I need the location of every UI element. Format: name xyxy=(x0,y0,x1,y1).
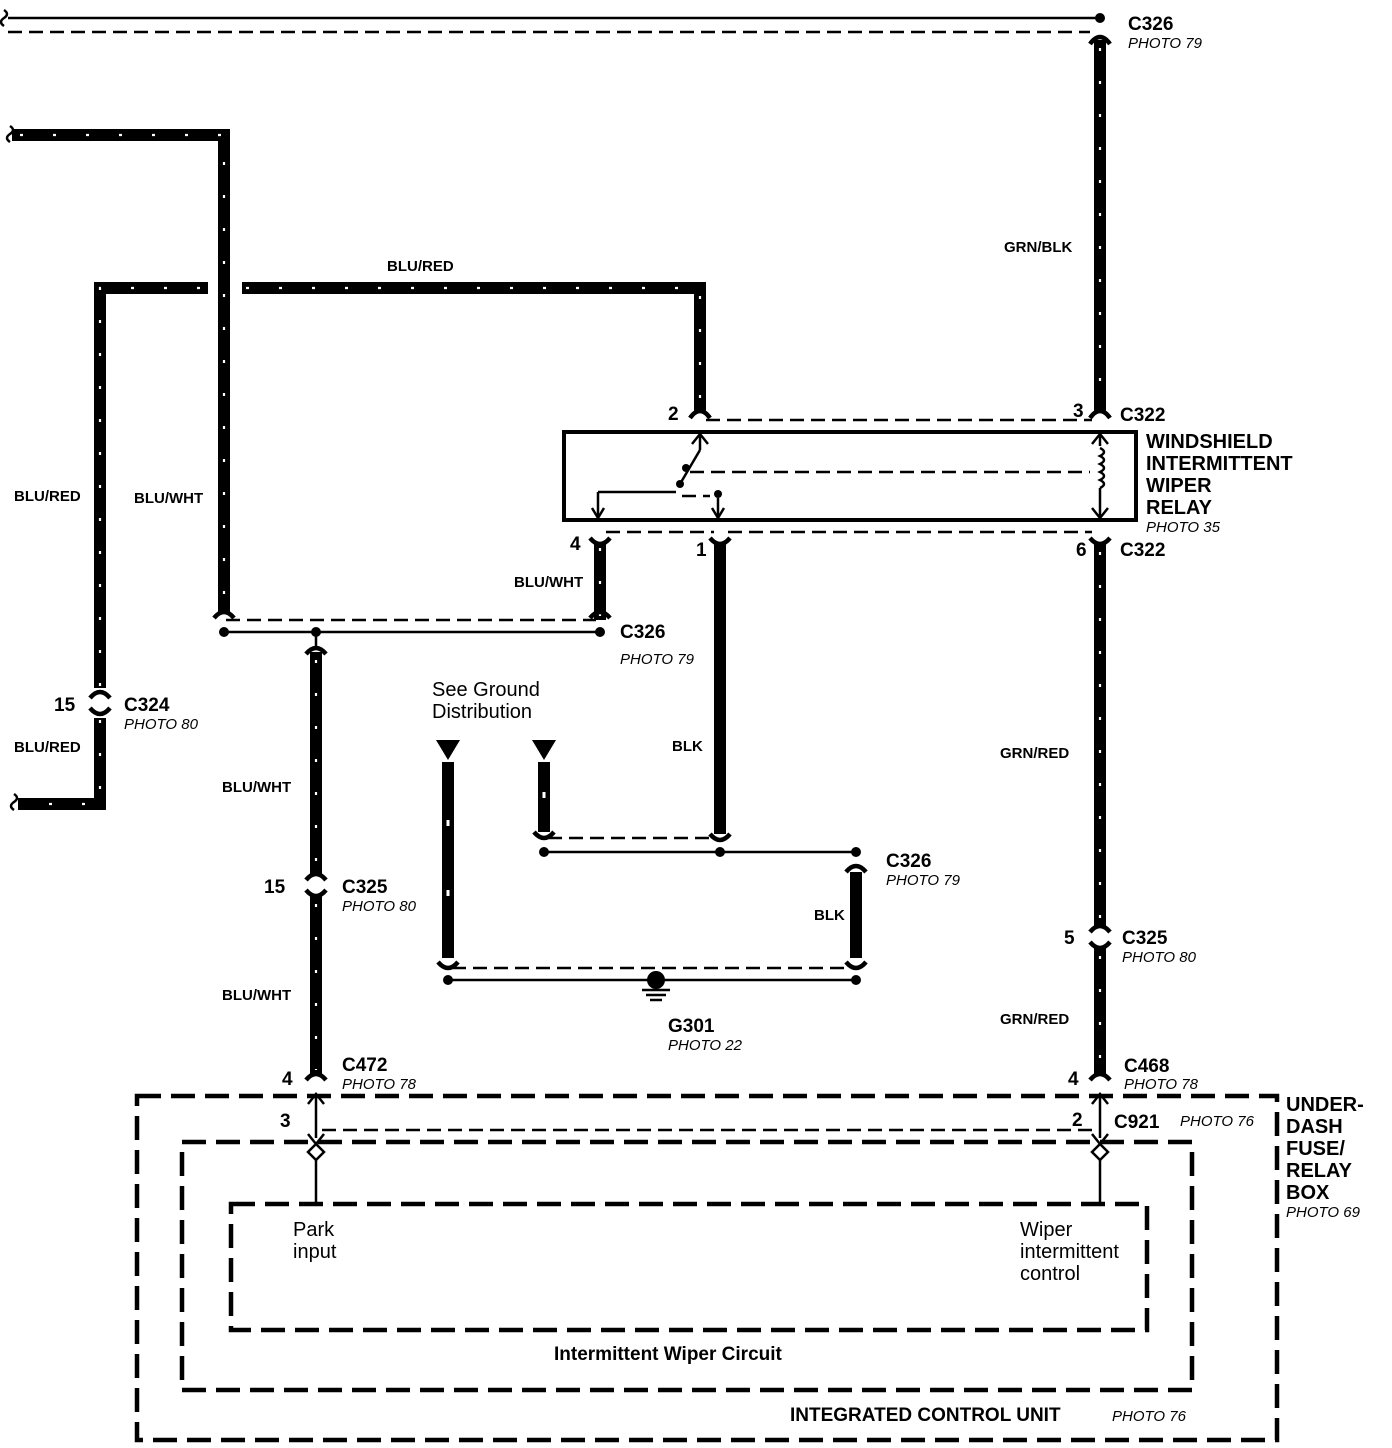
wire-color-blk-ground: BLK xyxy=(814,907,845,924)
relay-pin4-wire xyxy=(588,536,612,620)
relay-pin-4: 4 xyxy=(570,534,581,555)
c326-top-label: C326 xyxy=(1128,14,1173,35)
c472-pin: 4 xyxy=(282,1069,293,1090)
c468-pin: 4 xyxy=(1068,1069,1079,1090)
c921-label: C921 xyxy=(1114,1112,1160,1133)
wiper-relay xyxy=(562,418,1138,534)
relay-pin-6: 6 xyxy=(1076,540,1087,561)
fuse-box-title-line2: DASH xyxy=(1286,1116,1343,1138)
fuse-box-photo: PHOTO 69 xyxy=(1286,1204,1361,1221)
intermittent-wiper-circuit-box xyxy=(228,1201,1150,1333)
relay-pin-1: 1 xyxy=(696,540,707,561)
c921-photo: PHOTO 76 xyxy=(1180,1113,1255,1130)
wire-color-grn-blk: GRN/BLK xyxy=(1004,239,1072,256)
relay-title-line2: INTERMITTENT xyxy=(1146,453,1293,475)
c326-mid-label: C326 xyxy=(620,622,665,643)
relay-title-line3: WIPER xyxy=(1146,475,1212,497)
c326-low-label: C326 xyxy=(886,851,931,872)
c322-bottom-label: C322 xyxy=(1120,540,1165,561)
control-unit-photo: PHOTO 76 xyxy=(1112,1408,1187,1425)
wire-color-blu-red-top: BLU/RED xyxy=(387,258,454,275)
control-unit-label: INTEGRATED CONTROL UNIT xyxy=(790,1405,1061,1426)
c472-label: C472 xyxy=(342,1055,387,1076)
c324-label: C324 xyxy=(124,695,170,716)
c325-left-label: C325 xyxy=(342,877,388,898)
relay-photo: PHOTO 35 xyxy=(1146,519,1221,536)
grn-red-wire xyxy=(1088,536,1112,1082)
c324-photo: PHOTO 80 xyxy=(124,716,199,733)
park-input-line2: input xyxy=(293,1241,337,1263)
relay-pin-2: 2 xyxy=(668,404,679,425)
c921-pin-right: 2 xyxy=(1072,1110,1083,1131)
c326-top-photo: PHOTO 79 xyxy=(1128,35,1203,52)
wire-color-blu-wht-relay: BLU/WHT xyxy=(514,574,583,591)
wiper-control-line3: control xyxy=(1020,1263,1080,1285)
wire-color-blu-red-bottom: BLU/RED xyxy=(14,739,81,756)
grn-blk-wire xyxy=(1088,34,1112,420)
relay-title-line1: WINDSHIELD xyxy=(1146,431,1273,453)
blu-wht-mid-wire xyxy=(304,652,328,1082)
wiper-control-line1: Wiper xyxy=(1020,1219,1073,1241)
ground-section xyxy=(436,740,868,1002)
fuse-relay-box xyxy=(134,1091,1280,1443)
c325-left-pin: 15 xyxy=(264,877,286,898)
c322-top-label: C322 xyxy=(1120,405,1165,426)
blu-wht-upper-wire xyxy=(5,124,236,620)
wire-color-blu-wht-low: BLU/WHT xyxy=(222,987,291,1004)
park-input-line1: Park xyxy=(293,1219,335,1241)
blu-red-wire xyxy=(9,282,712,812)
wire-color-blu-wht-left: BLU/WHT xyxy=(134,490,203,507)
wire-color-blu-wht-mid: BLU/WHT xyxy=(222,779,291,796)
wire-color-grn-red-mid: GRN/RED xyxy=(1000,745,1069,762)
c468-label: C468 xyxy=(1124,1056,1169,1077)
fuse-box-title-line1: UNDER- xyxy=(1286,1094,1364,1116)
g301-photo: PHOTO 22 xyxy=(668,1037,743,1054)
c326-mid-photo: PHOTO 79 xyxy=(620,651,695,668)
c326-mid-splice xyxy=(219,618,605,656)
relay-title-line4: RELAY xyxy=(1146,497,1213,519)
integrated-control-unit xyxy=(179,1139,1195,1393)
fuse-box-title-line3: FUSE/ xyxy=(1286,1138,1345,1160)
ground-note-line1: See Ground xyxy=(432,679,540,701)
c325-right-label: C325 xyxy=(1122,928,1168,949)
wire-color-grn-red-low: GRN/RED xyxy=(1000,1011,1069,1028)
c324-pin: 15 xyxy=(54,695,76,716)
c468-photo: PHOTO 78 xyxy=(1124,1076,1199,1093)
c325-right-photo: PHOTO 80 xyxy=(1122,949,1197,966)
top-bus-lines xyxy=(0,8,1105,34)
c325-left-photo: PHOTO 80 xyxy=(342,898,417,915)
c921-pin-left: 3 xyxy=(280,1111,291,1132)
fuse-box-title-line5: BOX xyxy=(1286,1182,1330,1204)
c326-low-photo: PHOTO 79 xyxy=(886,872,961,889)
c472-photo: PHOTO 78 xyxy=(342,1076,417,1093)
ground-note-line2: Distribution xyxy=(432,701,532,723)
circuit-label: Intermittent Wiper Circuit xyxy=(554,1344,783,1365)
wire-color-blu-red-left: BLU/RED xyxy=(14,488,81,505)
g301-label: G301 xyxy=(668,1016,715,1037)
wire-color-blk-relay: BLK xyxy=(672,738,703,755)
wiper-control-line2: intermittent xyxy=(1020,1241,1119,1263)
relay-pin1-blk-wire xyxy=(708,536,732,843)
c325-right-pin: 5 xyxy=(1064,928,1075,949)
relay-pin-3: 3 xyxy=(1073,401,1084,422)
fuse-box-title-line4: RELAY xyxy=(1286,1160,1353,1182)
